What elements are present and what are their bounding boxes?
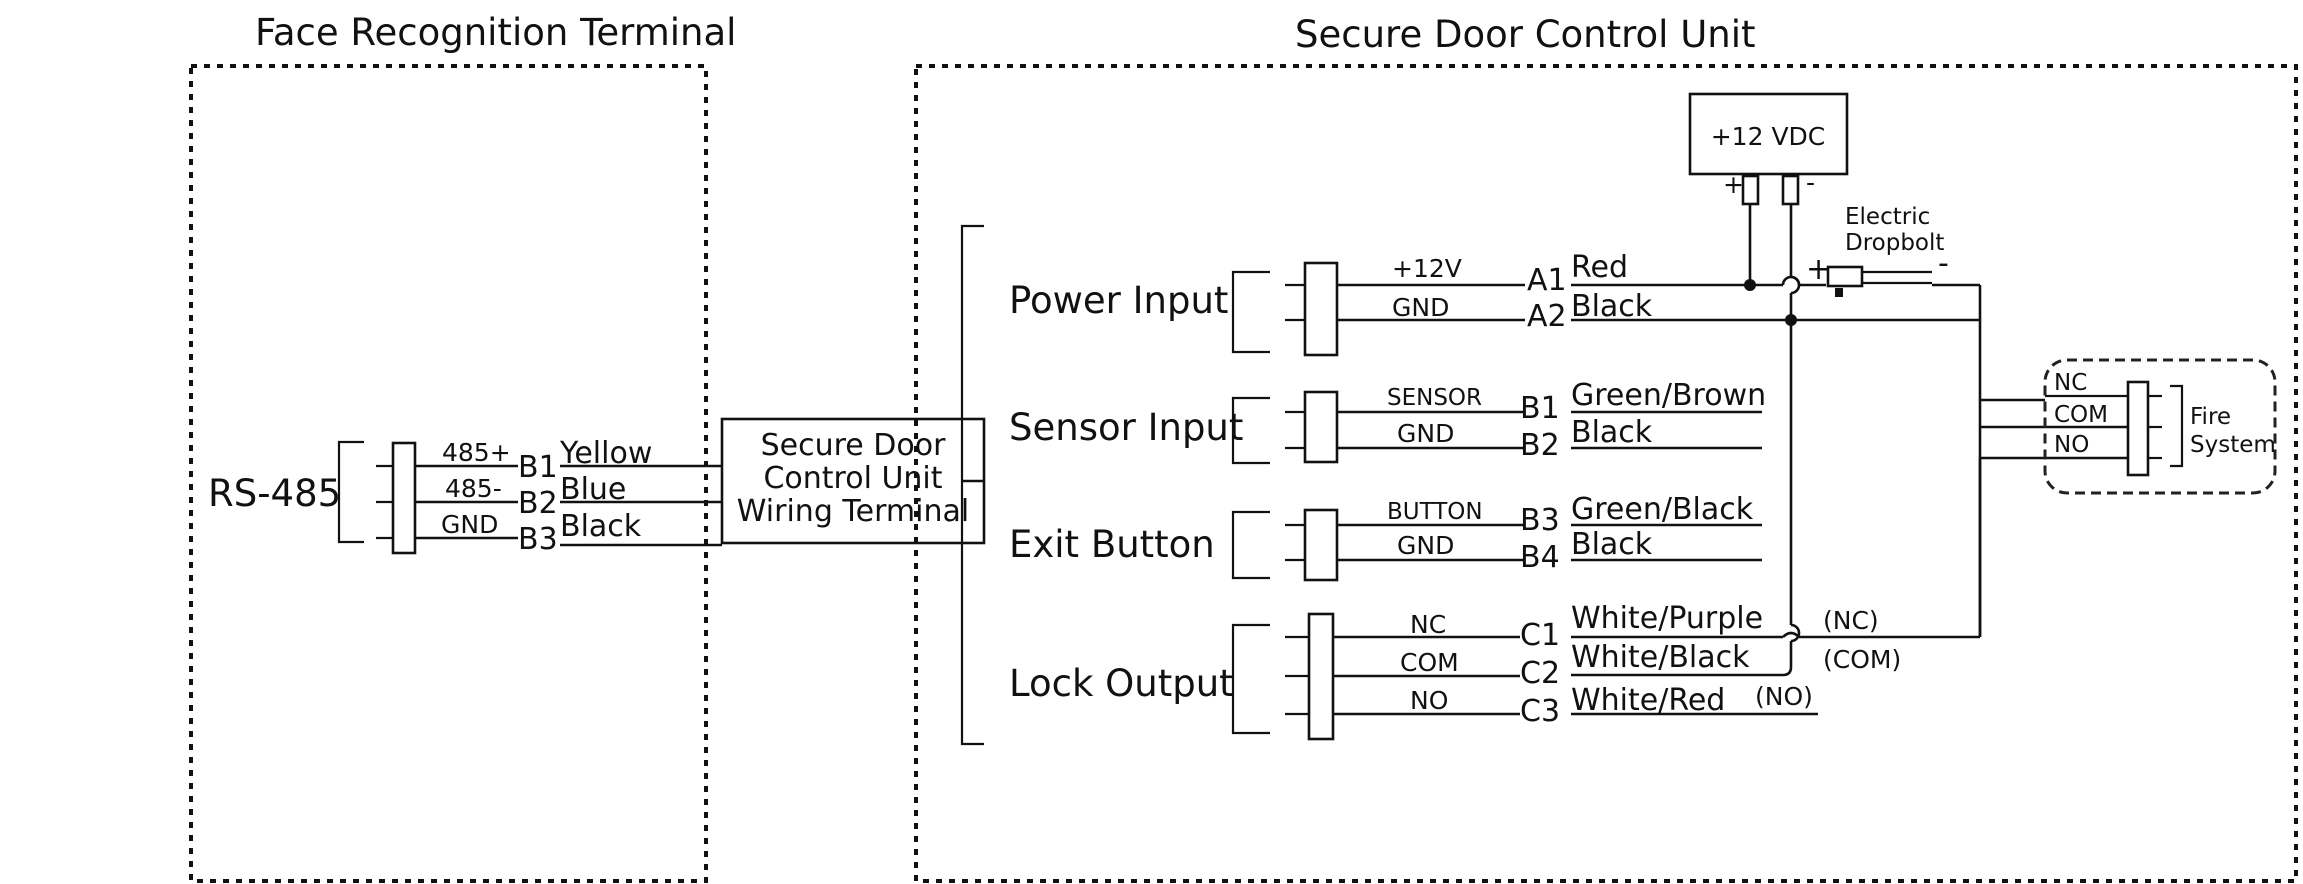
power-supply: +12 VDC + - <box>1688 92 1849 206</box>
power-input-label: Power Input <box>1009 279 1228 322</box>
fire-contact-nc: NC <box>2054 370 2087 396</box>
lock-note-3: (NO) <box>1755 682 1813 711</box>
sensor-color-1: Green/Brown <box>1571 378 1766 413</box>
rs485-color-3: Black <box>560 509 642 544</box>
lock-pin-3: C3 <box>1520 694 1560 729</box>
lock-signal-1: NC <box>1410 610 1446 639</box>
door-control-box <box>914 64 2298 883</box>
rs485-label: RS-485 <box>208 472 341 515</box>
rs485-signal-3: GND <box>441 510 498 539</box>
power-pin-1: A1 <box>1527 263 1567 298</box>
face-terminal-box <box>189 64 708 883</box>
lock-color-2: White/Black <box>1571 640 1750 675</box>
main-bracket <box>960 224 984 746</box>
exit-signal-2: GND <box>1397 531 1454 560</box>
sensor-input-group: Sensor Input SENSOR GND B1 B2 Green/Brow… <box>1009 378 1766 465</box>
fire-system-line1: Fire <box>2190 404 2231 430</box>
lock-color-1: White/Purple <box>1571 601 1763 636</box>
wiring-terminal-box: Secure Door Control Unit Wiring Terminal <box>720 417 986 545</box>
exit-button-group: Exit Button BUTTON GND B3 B4 Green/Black… <box>1009 492 1762 582</box>
rs485-pin-1: B1 <box>518 450 558 485</box>
exit-pin-2: B4 <box>1520 540 1560 575</box>
sensor-pin-1: B1 <box>1520 391 1560 426</box>
power-color-1: Red <box>1571 250 1628 285</box>
lock-note-2: (COM) <box>1823 645 1901 674</box>
power-supply-minus: - <box>1806 168 1815 197</box>
dropbolt-line1: Electric <box>1845 204 1930 230</box>
wiring-terminal-line2: Control Unit <box>763 461 942 496</box>
sensor-pin-2: B2 <box>1520 428 1560 463</box>
lock-pin-1: C1 <box>1520 618 1560 653</box>
lock-output-group: Lock Output NC COM NO C1 C2 C3 White/Pur… <box>1009 601 1901 741</box>
fire-system-line2: System <box>2190 432 2276 458</box>
sensor-color-2: Black <box>1571 415 1653 450</box>
lock-signal-2: COM <box>1400 648 1459 677</box>
wiring-terminal-line1: Secure Door <box>761 428 946 463</box>
lock-color-3: White/Red <box>1571 683 1725 718</box>
electric-dropbolt: Electric Dropbolt + - <box>1806 204 1980 297</box>
rs485-signal-1: 485+ <box>442 438 511 467</box>
lock-note-1: (NC) <box>1823 606 1879 635</box>
door-control-title: Secure Door Control Unit <box>1295 13 1756 56</box>
sensor-signal-1: SENSOR <box>1387 385 1482 411</box>
power-color-2: Black <box>1571 289 1653 324</box>
fire-contact-com: COM <box>2054 402 2108 428</box>
rs485-signal-2: 485- <box>445 474 502 503</box>
power-signal-2: GND <box>1392 293 1449 322</box>
lock-pin-2: C2 <box>1520 656 1560 691</box>
wiring-terminal-line3: Wiring Terminal <box>737 494 969 529</box>
power-supply-plus: + <box>1723 170 1744 199</box>
fire-system: NC COM NO Fire System <box>2043 358 2277 495</box>
exit-color-2: Black <box>1571 527 1653 562</box>
rs485-pin-2: B2 <box>518 486 558 521</box>
lock-signal-3: NO <box>1410 686 1448 715</box>
power-signal-1: +12V <box>1392 254 1462 283</box>
exit-signal-1: BUTTON <box>1387 499 1483 525</box>
power-supply-label: +12 VDC <box>1711 122 1826 151</box>
sensor-input-label: Sensor Input <box>1009 406 1243 449</box>
lock-output-label: Lock Output <box>1009 662 1234 705</box>
power-pin-2: A2 <box>1527 299 1567 334</box>
rs485-pin-3: B3 <box>518 522 558 557</box>
rs485-connector: RS-485 485+ 485- GND B1 B2 B3 Yellow Blu… <box>208 436 722 557</box>
exit-color-1: Green/Black <box>1571 492 1754 527</box>
exit-button-label: Exit Button <box>1009 523 1215 566</box>
fire-contact-no: NO <box>2054 432 2089 458</box>
dropbolt-line2: Dropbolt <box>1845 230 1944 256</box>
sensor-signal-2: GND <box>1397 419 1454 448</box>
face-terminal-title: Face Recognition Terminal <box>255 11 736 54</box>
exit-pin-1: B3 <box>1520 503 1560 538</box>
junction-positive <box>1744 279 1756 291</box>
power-input-group: Power Input +12V GND A1 A2 Red Black <box>1009 250 1653 357</box>
dropbolt-minus: - <box>1938 246 1949 281</box>
